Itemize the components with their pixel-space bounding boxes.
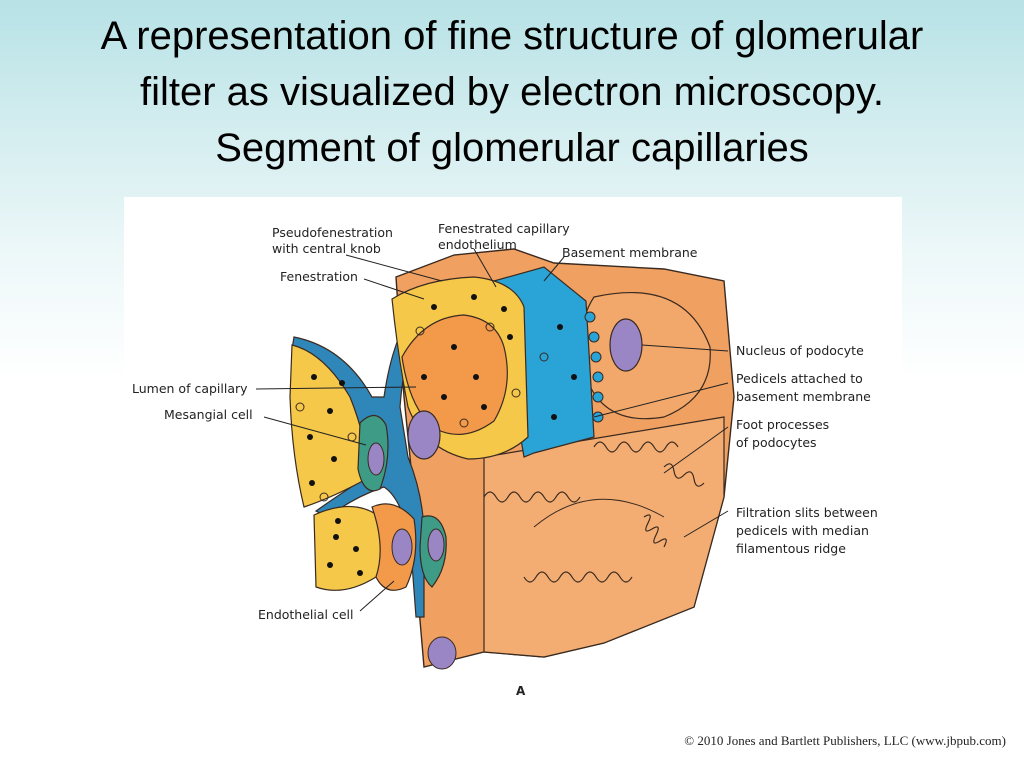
podocyte-dome xyxy=(533,498,665,528)
mesangial-nucleus-lower xyxy=(427,528,445,562)
label-mesangial-cell: Mesangial cell xyxy=(164,407,253,422)
leader-lines xyxy=(255,248,729,612)
label-endothelial-cell: Endothelial cell xyxy=(258,607,353,622)
label-filtration-slits: Filtration slits between pedicels with m… xyxy=(736,505,882,556)
label-lumen-of-capillary: Lumen of capillary xyxy=(132,381,248,396)
label-pedicels: Pedicels attached to basement membrane xyxy=(736,371,871,404)
foot-process-1 xyxy=(593,441,679,453)
podocyte-nucleus xyxy=(609,318,643,372)
podocyte-front-face xyxy=(483,416,725,658)
pseudofenestration-knobs xyxy=(295,322,549,502)
label-fenestration: Fenestration xyxy=(280,269,358,284)
endothelial-nucleus-lower xyxy=(391,528,413,566)
title-line-1: A representation of fine structure of gl… xyxy=(100,14,924,58)
capillary-lumen-left xyxy=(289,344,371,508)
foot-process-3 xyxy=(483,491,581,503)
diagram-svg: Pseudofenestration with central knob Fen… xyxy=(132,221,882,698)
panel-letter: A xyxy=(516,684,526,698)
capillary-lumen-lower xyxy=(313,505,385,591)
endothelial-nucleus-upper xyxy=(407,410,441,460)
glomerular-filter-illustration: Pseudofenestration with central knob Fen… xyxy=(124,197,902,725)
slide-title: A representation of fine structure of gl… xyxy=(0,8,1024,176)
foot-process-5 xyxy=(643,514,667,548)
fenestration-dots xyxy=(307,294,577,576)
podocyte-nucleus-bottom xyxy=(427,636,457,670)
label-fenestrated-endothelium: Fenestrated capillary endothelium xyxy=(438,221,574,252)
title-line-3: Segment of glomerular capillaries xyxy=(215,126,809,170)
pedicel-bumps xyxy=(584,311,604,423)
label-pseudofenestration: Pseudofenestration with central knob xyxy=(272,225,397,256)
label-basement-membrane: Basement membrane xyxy=(562,245,698,260)
mesangial-nucleus xyxy=(367,442,385,476)
copyright-notice: © 2010 Jones and Bartlett Publishers, LL… xyxy=(684,733,1006,748)
title-line-2: filter as visualized by electron microsc… xyxy=(140,70,884,114)
label-foot-processes: Foot processes of podocytes xyxy=(736,417,833,450)
foot-process-2 xyxy=(663,463,705,487)
foot-process-4 xyxy=(523,571,633,583)
label-nucleus-of-podocyte: Nucleus of podocyte xyxy=(736,343,864,358)
